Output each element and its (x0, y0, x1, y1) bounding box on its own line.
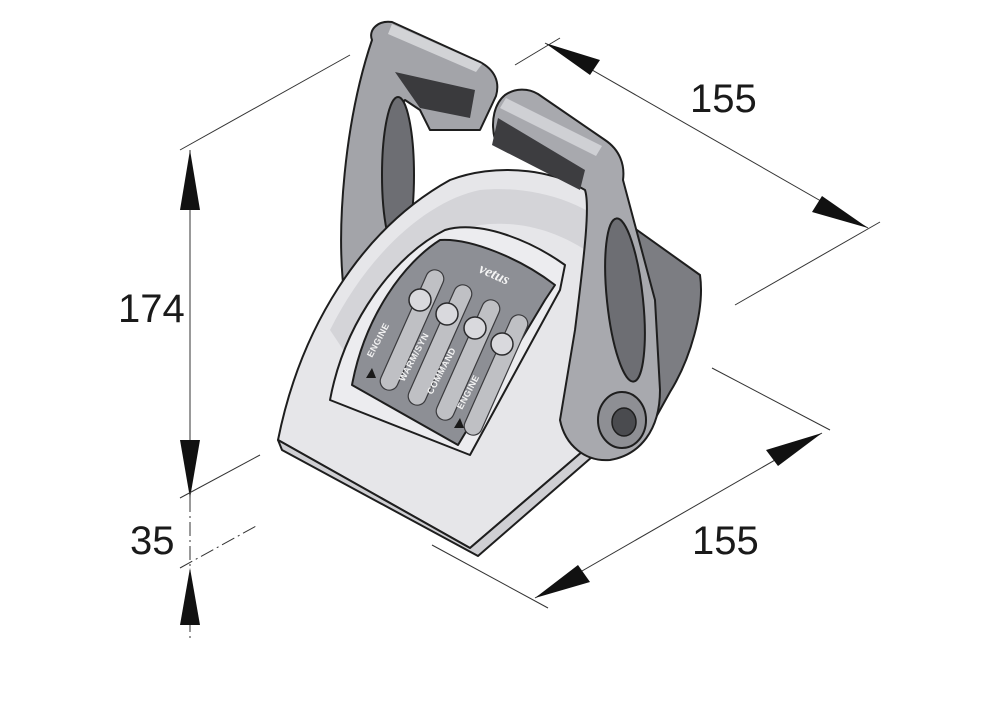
height-extension-bottom (179, 454, 261, 499)
slider-knob-4[interactable] (490, 332, 514, 356)
height-label: 174 (118, 287, 185, 331)
slider-knob-1[interactable] (408, 288, 432, 312)
base-height-label: 35 (130, 519, 175, 563)
dimension-lines (179, 37, 881, 642)
up-arrow-icon (366, 368, 376, 378)
base-extension (179, 524, 259, 569)
pivot-hole (611, 407, 637, 437)
depth-label: 155 (690, 77, 757, 121)
slider-knob-2[interactable] (435, 302, 459, 326)
up-arrow-icon-2 (454, 418, 464, 428)
slider-knob-3[interactable] (463, 316, 487, 340)
body-top-shade (330, 189, 620, 360)
front-handle-cutout (604, 217, 646, 383)
front-handle-grip-icon (492, 118, 585, 190)
base-arrow (180, 568, 200, 625)
rear-handle-highlight (388, 24, 482, 72)
width-extension-left (431, 544, 549, 609)
slider-buttons[interactable] (408, 288, 514, 356)
height-arrow-bottom (180, 440, 200, 498)
width-arrow-right (766, 433, 822, 466)
control-box: vetus ENGINE WARM/SYN COMMAND ENGINE (277, 20, 702, 557)
depth-extension-right (734, 221, 881, 306)
rear-handle-grip (395, 72, 475, 118)
height-extension-top (179, 54, 351, 151)
width-arrow-left (535, 565, 590, 598)
depth-dimension-line (544, 42, 869, 229)
depth-arrow-right (812, 196, 868, 228)
front-handle[interactable] (492, 88, 661, 462)
width-label: 155 (692, 519, 759, 563)
width-extension-right (711, 367, 831, 431)
control-panel (351, 238, 556, 446)
height-arrow-top (180, 150, 200, 210)
depth-arrow-left (545, 43, 600, 75)
front-handle-highlight (500, 98, 602, 156)
depth-extension-left (514, 37, 561, 66)
